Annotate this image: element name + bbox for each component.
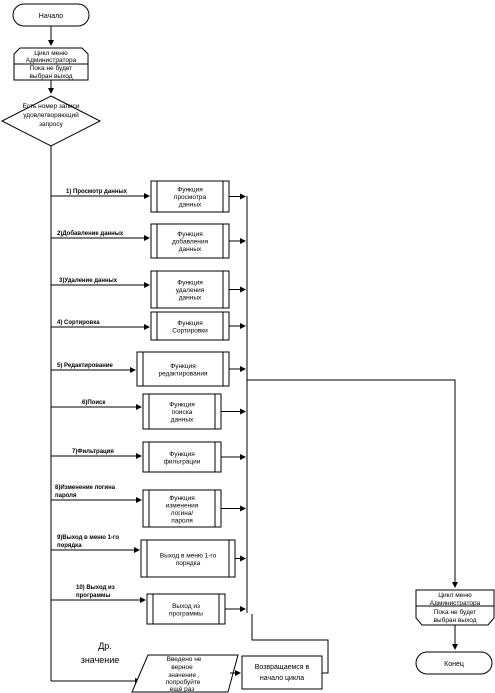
wrong-input-line-4: попробуйте <box>166 678 201 686</box>
branch-label: порядка <box>57 543 82 549</box>
function-label: данных <box>179 295 202 302</box>
function-label: Выход из <box>172 603 200 610</box>
return-line-1: Возвращаемся в <box>255 664 310 671</box>
branch-label: 5) Редактирование <box>57 363 114 369</box>
function-block <box>142 489 222 528</box>
branch-label: 3)Удаление данных <box>59 278 118 284</box>
decision-diamond: Есть номер записи удовлетворяющий запрос… <box>0 95 102 147</box>
function-label: Функция <box>169 495 195 502</box>
start-terminator: Начало <box>12 3 90 27</box>
function-label: Сортировки <box>172 327 208 334</box>
function-label: Функция <box>170 363 196 370</box>
loop-end-line-4: выбран выход <box>433 616 476 624</box>
function-label: логина/ <box>171 510 194 517</box>
wrong-input-line-3: значение , <box>168 672 200 679</box>
branch-label: 10) Выход из <box>76 585 115 591</box>
loop-start-line-2: Администратора <box>26 57 77 64</box>
function-label: добавления <box>172 238 209 246</box>
decision-line-1: Есть номер записи <box>22 103 79 110</box>
function-label: пароля <box>171 517 193 524</box>
loop-end-line-2: Администратора <box>430 600 481 607</box>
function-label: Функция <box>169 402 195 409</box>
branch-label: 6)Поиск <box>82 400 105 406</box>
function-block <box>142 441 222 473</box>
function-label: изменения <box>166 502 199 509</box>
wrong-input-line-5: ещё раз <box>170 686 195 693</box>
function-label: Функция <box>177 280 203 287</box>
decision-line-3: запросу <box>39 121 64 128</box>
branch-row: 2)Добавление данных Функциядобавленияданн… <box>51 223 246 259</box>
other-label-line-1: Др. <box>98 641 112 651</box>
function-block <box>150 270 230 309</box>
branch-label: 7)Фильтрация <box>72 449 114 455</box>
wrong-input-line-2: верное <box>171 664 193 671</box>
function-label: данных <box>179 202 202 209</box>
branch-label: программы <box>76 593 110 599</box>
function-block <box>146 593 226 625</box>
decision-line-2: удовлетворяющий <box>23 111 79 119</box>
function-label: фильтрации <box>164 458 201 465</box>
branch-label: 2)Добавление данных <box>57 230 124 237</box>
function-label: программы <box>169 610 203 617</box>
function-label: поиска <box>172 409 193 416</box>
branch-row: 8)Изменение логина пароля Функцияизменения… <box>51 485 246 528</box>
branch-label: пароля <box>55 493 77 499</box>
return-line-2: начало цикла <box>260 675 304 682</box>
loop-start-line-3: Пока не будет <box>30 64 73 72</box>
end-label: Конец <box>444 661 464 668</box>
function-label: просмотра <box>174 194 207 201</box>
function-label: данных <box>179 246 202 253</box>
function-label: данных <box>171 417 194 424</box>
function-label: Функция <box>177 231 203 238</box>
function-block <box>140 539 236 578</box>
start-label: Начало <box>39 13 63 20</box>
loop-end-block: Цикл меню Администратора Пока не будет в… <box>415 589 495 626</box>
function-block <box>150 180 230 213</box>
function-block <box>150 223 230 259</box>
return-to-start-block: Возвращаемся в начало цикла <box>241 655 323 690</box>
function-label: порядка <box>176 560 201 567</box>
branch-label: 4) Сортировка <box>57 320 100 326</box>
loop-start-block: Цикл меню Администратора Пока не будет в… <box>13 47 89 81</box>
branch-label: 1) Просмотр данных <box>66 189 128 195</box>
end-terminator: Конец <box>415 651 493 675</box>
function-block <box>150 311 230 341</box>
loop-end-line-3: Пока не будет <box>434 608 477 616</box>
function-label: редактирования <box>159 370 208 377</box>
loop-end-line-1: Цикл меню <box>438 592 472 599</box>
other-label-line-2: значение <box>81 655 120 665</box>
function-label: удаления <box>176 287 205 294</box>
branch-label: 9)Выход в меню 1-го <box>57 535 119 541</box>
function-block <box>142 393 222 430</box>
loop-start-line-4: выбран выход <box>29 72 72 80</box>
wrong-input-line-1: Введено не <box>167 656 202 663</box>
function-label: Функция <box>169 451 195 458</box>
function-block <box>136 351 230 387</box>
other-branch: Др. значение Введено не верное значение … <box>51 614 329 693</box>
function-label: Выход в меню 1-го <box>160 552 217 559</box>
branch-label: 8)Изменение логина <box>55 485 116 491</box>
function-label: Функция <box>177 187 203 194</box>
loop-start-line-1: Цикл меню <box>34 50 68 57</box>
function-label: Функция <box>177 320 203 327</box>
wrong-input-block: Введено не верное значение , попробуйте … <box>131 654 239 693</box>
